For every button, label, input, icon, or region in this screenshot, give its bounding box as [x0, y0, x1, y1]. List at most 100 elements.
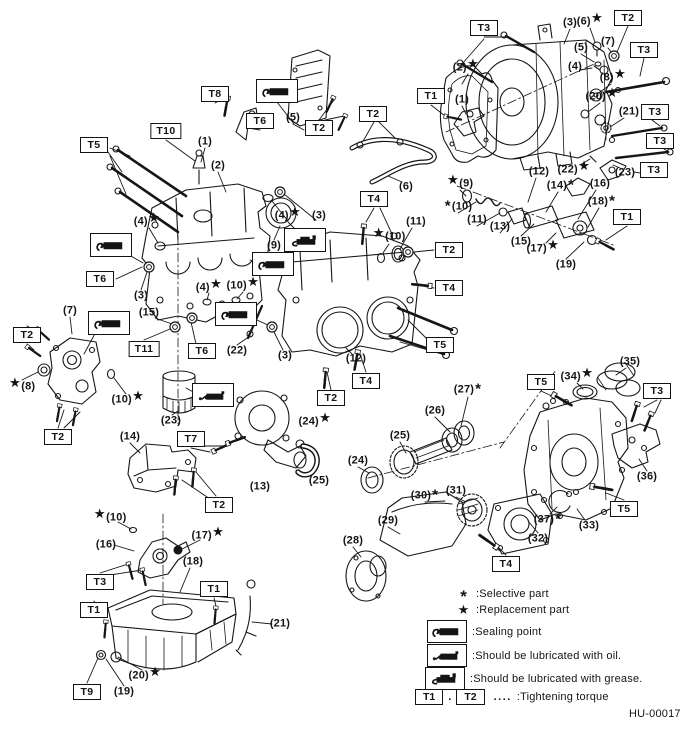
replacement-part-mark: ★ [247, 276, 259, 289]
replacement-part-mark: ★ [132, 390, 144, 403]
shaft-parts-row [461, 189, 598, 246]
part-number: (2) [210, 159, 226, 172]
part-number: *(10) [444, 197, 473, 215]
part-number: (5) [573, 41, 589, 54]
part-number: (25) [389, 429, 411, 442]
pitching-stopper-bracket [453, 107, 485, 137]
torque-label-t6: T6 [246, 113, 274, 129]
selective-part-mark: * [555, 510, 562, 528]
torque-label-t1: T1 [80, 602, 108, 618]
replacement-part-mark: ★ [606, 87, 618, 100]
part-number: (7) [600, 35, 616, 48]
oil-filter [162, 370, 196, 414]
part-number: (16) [589, 177, 611, 190]
bearing-24 [360, 466, 384, 494]
part-number: (25) [308, 474, 330, 487]
part-number: (12) [528, 165, 550, 178]
part-number: (7) [62, 304, 78, 317]
replacement-part-mark: ★ [614, 68, 626, 81]
replacement-part-mark: ★ [467, 58, 479, 71]
sealing-point-icon [252, 252, 294, 276]
companion-flange-28 [345, 550, 387, 602]
torque-label-t3: T3 [86, 574, 114, 590]
torque-label-t9: T9 [73, 684, 101, 700]
torque-label-t1: T1 [613, 209, 641, 225]
part-number: (17)★ [526, 239, 559, 255]
part-number: (4) [567, 60, 583, 73]
part-number: (26) [424, 404, 446, 417]
part-number: (24)★ [298, 412, 331, 428]
water-hose [295, 443, 320, 478]
torque-label-t5: T5 [426, 337, 454, 353]
boot-35 [596, 362, 641, 397]
speedometer-gear-31 [456, 493, 488, 527]
replacement-part-mark: ★ [149, 666, 161, 679]
torque-label-t11: T11 [128, 341, 160, 357]
torque-label-t3: T3 [643, 383, 671, 399]
long-bolts [388, 31, 674, 360]
oil-lubrication-icon [192, 383, 234, 407]
bracket-36 [611, 423, 661, 469]
sealing-point-icon [88, 311, 130, 335]
bearing-26-27 [441, 420, 475, 453]
seals-and-plugs [143, 186, 414, 340]
torque-label-t3: T3 [640, 162, 668, 178]
part-number: (5) [285, 111, 301, 124]
damper-34 [572, 384, 598, 400]
torque-label-t6: T6 [188, 343, 216, 359]
torque-label-t1: T1 [417, 88, 445, 104]
part-number: (23) [614, 166, 636, 179]
torque-label-t7: T7 [177, 431, 205, 447]
part-number: (1) [454, 93, 470, 106]
replacement-part-mark: ★ [210, 278, 222, 291]
part-number: (3) [311, 209, 327, 222]
part-number: (6)★ [576, 12, 603, 28]
part-number: (32) [527, 532, 549, 545]
torque-label-t2: T2 [13, 327, 41, 343]
replacement-part-mark: ★ [581, 367, 593, 380]
dipstick-tube [235, 579, 257, 656]
part-number: ★(10) [94, 508, 127, 524]
part-number: (18)* [587, 192, 616, 210]
selective-part-mark: * [432, 486, 439, 504]
sealing-point-icon [90, 233, 132, 257]
replacement-part-mark: ★ [447, 174, 459, 187]
selective-part-mark: * [609, 192, 616, 210]
part-number: (21) [269, 617, 291, 630]
part-number: (30)* [410, 486, 439, 504]
mount-bracket [128, 526, 191, 579]
part-number: (11) [406, 215, 426, 228]
torque-label-t6: T6 [86, 271, 114, 287]
part-number: (21) [618, 105, 640, 118]
torque-label-t2: T2 [305, 120, 333, 136]
oil-pump [37, 337, 116, 405]
replacement-part-mark: ★ [591, 12, 603, 25]
grease-lubrication-icon [284, 228, 326, 252]
torque-label-t4: T4 [435, 280, 463, 296]
part-number: (19) [555, 258, 577, 271]
torque-label-t8: T8 [201, 86, 229, 102]
torque-label-t4: T4 [360, 191, 388, 207]
bolts [23, 94, 656, 639]
water-pump [234, 390, 307, 469]
part-number: (16) [95, 538, 117, 551]
part-number: (24) [347, 454, 369, 467]
torque-label-t2: T2 [614, 10, 642, 26]
part-number: (10)★ [226, 276, 259, 292]
selective-part-mark: * [475, 380, 482, 398]
part-number: (36) [636, 470, 658, 483]
sealing-point-icon [215, 302, 257, 326]
part-number: (4)★ [195, 278, 222, 294]
sensor [192, 149, 206, 185]
part-number: (10)★ [111, 390, 144, 406]
part-number: (14)* [546, 176, 575, 194]
part-number: ★(10) [373, 227, 406, 243]
torque-label-t10: T10 [150, 123, 182, 139]
figure-code: HU-00017 [629, 708, 681, 720]
torque-label-t4: T4 [352, 373, 380, 389]
gear-shaft-25 [389, 437, 453, 479]
part-number: (9) [266, 239, 282, 252]
torque-label-t2: T2 [317, 390, 345, 406]
